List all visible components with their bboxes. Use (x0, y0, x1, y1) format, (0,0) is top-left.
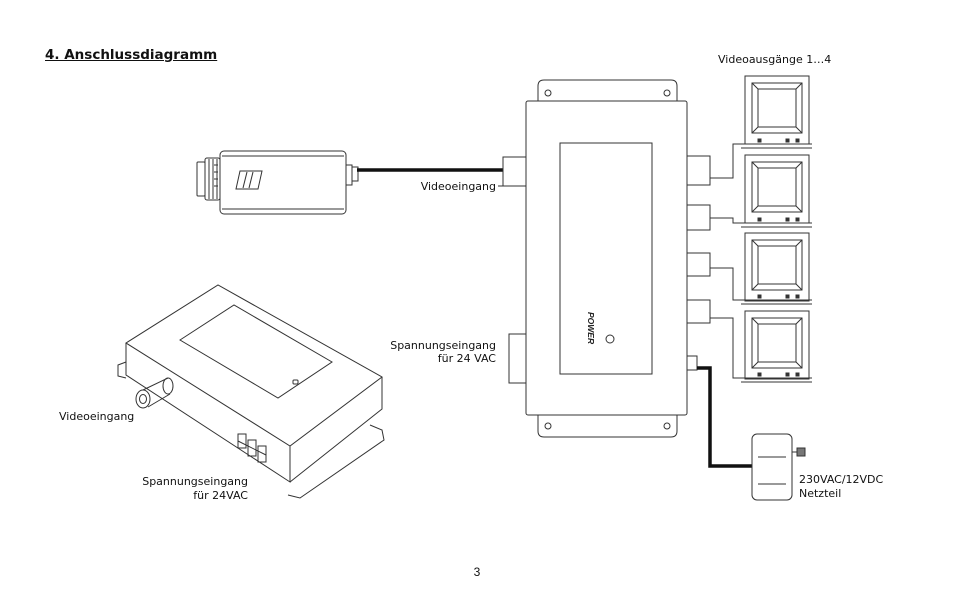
power-cable (697, 366, 752, 468)
power-led-label: POWER (586, 312, 596, 345)
page-number: 3 (473, 565, 481, 579)
output-lines (710, 143, 748, 379)
video-distributor-unit (502, 79, 711, 438)
camera-icon (196, 150, 359, 215)
power-supply-icon (751, 433, 806, 501)
video-outputs-label: Videoausgänge 1…4 (718, 53, 832, 66)
monitor-3-icon (741, 232, 812, 305)
psu-label-line1: 230VAC/12VDC (799, 473, 884, 486)
power-input-label-left-line1: Spannungseingang (142, 475, 248, 488)
power-input-label-right-line2: für 24 VAC (437, 352, 496, 365)
video-distributor-perspective-icon (117, 284, 385, 499)
psu-label-line2: Netzteil (799, 487, 842, 500)
monitor-2-icon (741, 154, 812, 228)
monitor-1-icon (741, 75, 812, 149)
section-heading: 4. Anschlussdiagramm (45, 47, 218, 63)
monitor-4-icon (741, 310, 812, 383)
power-input-label-left-line2: für 24VAC (193, 489, 248, 502)
power-input-label-right-line1: Spannungseingang (390, 339, 496, 352)
video-input-label-left: Videoeingang (59, 410, 135, 423)
video-input-label-right: Videoeingang (420, 180, 496, 193)
